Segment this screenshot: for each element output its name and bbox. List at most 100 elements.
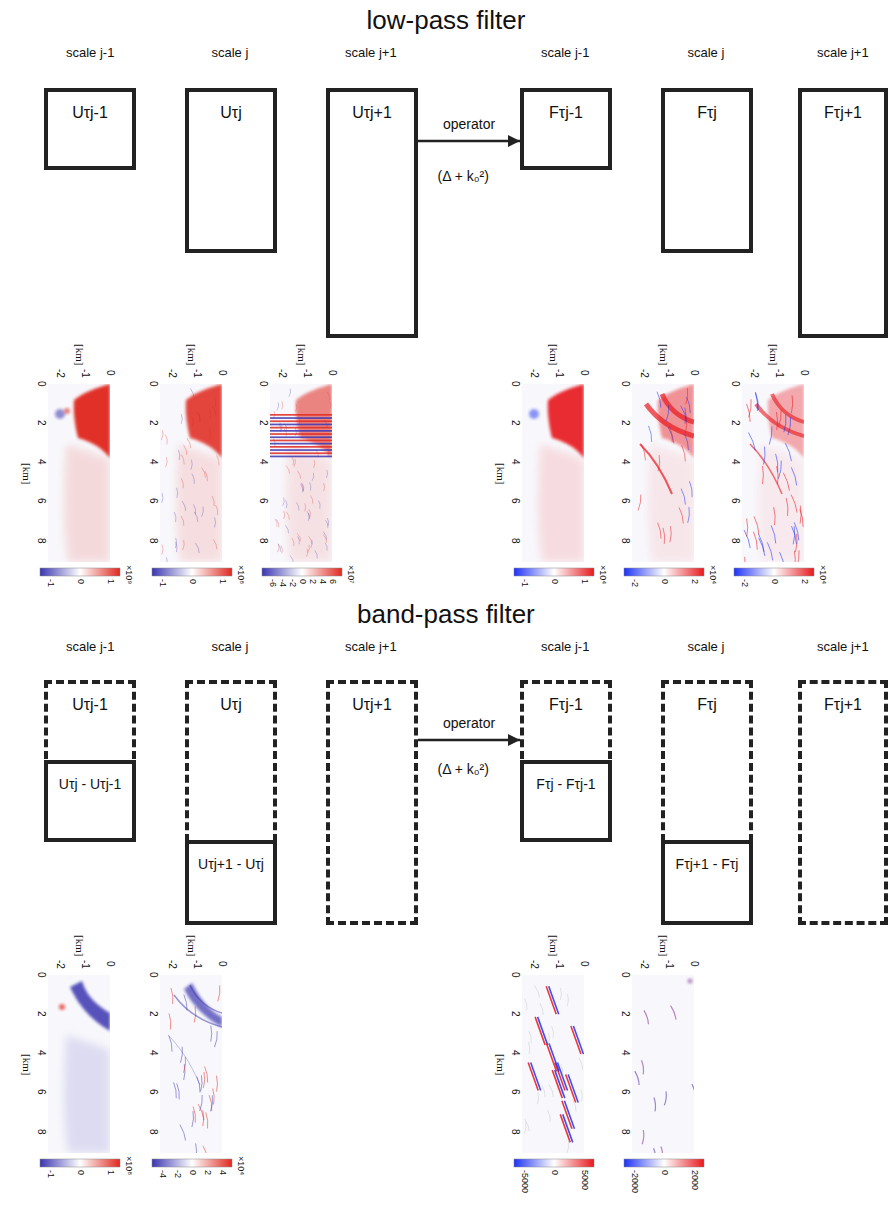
- wave-streak: [209, 1095, 212, 1111]
- wave-streak: [315, 550, 318, 558]
- wave-streak: [769, 427, 772, 445]
- colorbar: [262, 568, 342, 576]
- wave-streak: [289, 389, 291, 397]
- wave-streak: [286, 512, 289, 520]
- wave-streak: [638, 495, 641, 511]
- tick-label: 0: [620, 381, 630, 387]
- colorbar-tick: 6: [328, 579, 337, 584]
- wave-streak: [540, 1003, 543, 1015]
- colorbar-tick: 0: [770, 579, 779, 584]
- tick-label: 8: [258, 538, 268, 544]
- node-label: Uτj+1 - Uτj: [189, 844, 273, 872]
- wave-streak: [800, 506, 801, 524]
- scale-box: Uτj+1: [326, 680, 418, 925]
- wave-streak: [681, 489, 685, 505]
- colorbar-tick: 1: [106, 1170, 115, 1175]
- colorbar: [514, 568, 594, 576]
- field-spot: [529, 409, 539, 419]
- tick-label: 4: [620, 1050, 630, 1056]
- wave-streak: [657, 392, 661, 408]
- tick-label: 8: [148, 1129, 158, 1135]
- scale-box: FτjFτj+1 - Fτj: [661, 680, 753, 925]
- axis-unit: [km]: [74, 344, 85, 365]
- field-spot: [59, 1004, 65, 1010]
- wave-streak: [161, 430, 163, 440]
- colorbar: [624, 1159, 704, 1167]
- wave-streak: [281, 545, 283, 553]
- scale-label: scale j+1: [345, 46, 397, 59]
- tick-label: 6: [36, 498, 46, 504]
- axis-unit: [km]: [548, 344, 559, 365]
- wave-streak: [203, 1072, 204, 1088]
- tick-label: 4: [148, 1050, 158, 1056]
- wave-streak: [567, 1141, 569, 1153]
- wave-streak: [774, 507, 776, 525]
- scale-label: scale j-1: [541, 640, 589, 653]
- tick-label: 6: [148, 1089, 158, 1095]
- node-label: Fτj - Fτj-1: [524, 764, 608, 792]
- wave-streak: [682, 445, 686, 461]
- tick-label: 0: [327, 370, 337, 376]
- axis-unit: [km]: [768, 344, 779, 365]
- axis-unit: [km]: [186, 935, 197, 956]
- wave-streak: [793, 526, 795, 544]
- wave-streak: [788, 417, 791, 435]
- section-title: band-pass filter: [357, 601, 535, 627]
- wave-streak: [791, 467, 796, 485]
- tick-label: 8: [510, 1129, 520, 1135]
- wave-streak: [169, 1013, 171, 1029]
- operator-formula: (Δ + k₀²): [438, 169, 489, 183]
- colorbar-tick: 0: [660, 1170, 669, 1175]
- tick-label: 2: [620, 1011, 630, 1017]
- tick-label: 6: [510, 498, 520, 504]
- wave-streak: [571, 1026, 581, 1054]
- wave-streak: [753, 532, 757, 550]
- wave-streak: [780, 552, 785, 562]
- wave-streak: [783, 473, 789, 491]
- wave-streak: [318, 501, 320, 509]
- colorbar-tick: 1: [218, 579, 227, 584]
- filter-box: Fτj: [661, 88, 753, 253]
- node-label: Fτj+1 - Fτj: [665, 844, 749, 872]
- wave-streak: [564, 1101, 574, 1129]
- scale-label: scale j+1: [817, 640, 869, 653]
- colorbar: [40, 568, 120, 576]
- stripe: [270, 440, 332, 442]
- wave-streak: [278, 544, 281, 552]
- heatmap-ground: [270, 384, 332, 562]
- wave-streak: [194, 512, 197, 522]
- tick-label: 0: [689, 961, 699, 967]
- wave-streak: [552, 1070, 562, 1098]
- wave-streak: [771, 525, 776, 543]
- node-label: Fτj-1: [524, 92, 608, 122]
- wave-streak: [191, 460, 192, 470]
- wave-streak: [297, 471, 300, 479]
- tick-label: 8: [36, 1129, 46, 1135]
- tick-label: -1: [664, 369, 674, 378]
- colorbar-tick: -2: [288, 579, 297, 587]
- colorbar-tick: -1: [46, 1170, 55, 1178]
- wave-streak: [555, 1070, 565, 1098]
- tick-label: 6: [620, 1089, 630, 1095]
- tick-label: 0: [105, 961, 115, 967]
- operator-arrow: [418, 140, 520, 143]
- wave-streak: [323, 532, 326, 540]
- axis-unit: [km]: [296, 344, 307, 365]
- tick-label: 4: [148, 459, 158, 465]
- scale-label: scale j-1: [66, 46, 114, 59]
- heatmap-ground: [160, 975, 222, 1153]
- tick-label: -1: [192, 369, 202, 378]
- tick-label: -1: [80, 960, 90, 969]
- wave-streak: [201, 1075, 202, 1091]
- wave-streak: [200, 1095, 203, 1111]
- colorbar-exponent: ×10⁹: [124, 565, 133, 584]
- wave-streak: [686, 388, 688, 404]
- wave-streak: [323, 483, 324, 491]
- wave-streak: [568, 1074, 578, 1102]
- wave-streak: [572, 1099, 576, 1111]
- heatmap-ground: [742, 384, 804, 562]
- wave-streak: [749, 399, 752, 417]
- colorbar-exponent: ×10⁷: [346, 565, 355, 584]
- tick-label: 2: [258, 420, 268, 426]
- colorbar-exponent: ×10⁴: [236, 1156, 245, 1175]
